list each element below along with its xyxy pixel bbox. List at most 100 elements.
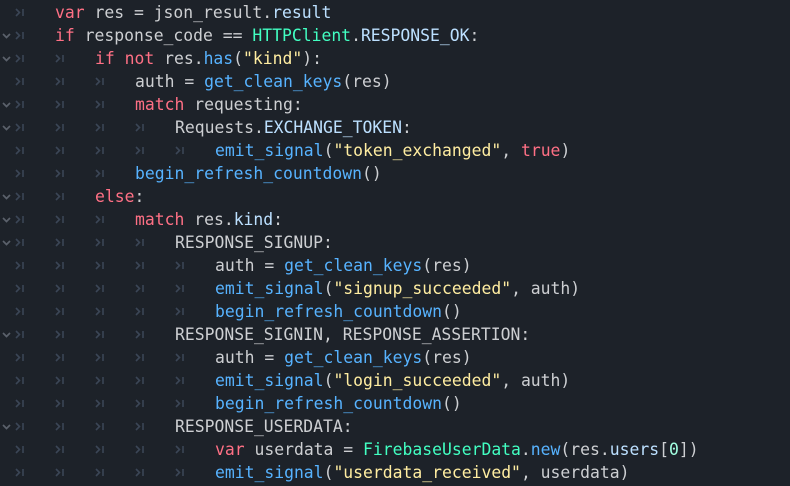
code-line[interactable]: if response_code == HTTPClient.RESPONSE_… — [0, 24, 790, 47]
tab-indent-icon — [15, 438, 25, 461]
code-line[interactable]: emit_signal("signup_succeeded", auth) — [0, 277, 790, 300]
chevron-down-icon[interactable] — [0, 24, 12, 47]
code-token: FirebaseUserData — [363, 440, 521, 459]
tab-indent-icon — [55, 254, 65, 277]
code-token: ( — [323, 463, 334, 482]
code-token: auth = — [215, 348, 285, 367]
tab-indent-icon — [95, 254, 105, 277]
code-token: () — [361, 164, 382, 183]
code-line[interactable]: begin_refresh_countdown() — [0, 162, 790, 185]
code-line[interactable]: if not res.has("kind"): — [0, 47, 790, 70]
tab-indent-icon — [55, 208, 65, 231]
code-text: var res = json_result.result — [55, 1, 331, 24]
code-token: . — [262, 3, 273, 22]
code-token: RESPONSE_SIGNIN, RESPONSE_ASSERTION: — [175, 325, 531, 344]
tab-indent-icon — [55, 185, 65, 208]
tab-indent-icon — [15, 24, 25, 47]
chevron-down-icon[interactable] — [0, 185, 12, 208]
code-text: RESPONSE_SIGNUP: — [175, 231, 333, 254]
code-token: auth = — [135, 72, 205, 91]
code-token: begin_refresh_countdown — [215, 302, 442, 321]
tab-indent-icon — [135, 346, 145, 369]
chevron-down-icon[interactable] — [0, 208, 12, 231]
code-token: "login_succeeded" — [333, 371, 502, 390]
code-token: response_code == — [74, 26, 253, 45]
tab-indent-icon — [95, 415, 105, 438]
tab-indent-icon — [55, 438, 65, 461]
tab-indent-icon — [15, 369, 25, 392]
tab-indent-icon — [95, 116, 105, 139]
tab-indent-icon — [95, 70, 105, 93]
code-line[interactable]: match res.kind: — [0, 208, 790, 231]
tab-indent-icon — [55, 277, 65, 300]
tab-indent-icon — [175, 369, 185, 392]
code-text: match res.kind: — [135, 208, 283, 231]
code-text: emit_signal("token_exchanged", true) — [215, 139, 570, 162]
code-token: : — [401, 118, 412, 137]
code-line[interactable]: emit_signal("userdata_received", userdat… — [0, 461, 790, 484]
code-token: () — [441, 394, 462, 413]
tab-indent-icon — [175, 438, 185, 461]
code-line[interactable]: begin_refresh_countdown() — [0, 392, 790, 415]
tab-indent-icon — [135, 116, 145, 139]
code-line[interactable]: begin_refresh_countdown() — [0, 300, 790, 323]
code-token: (res) — [422, 256, 472, 275]
code-line[interactable]: RESPONSE_USERDATA: — [0, 415, 790, 438]
code-line[interactable]: emit_signal("token_exchanged", true) — [0, 139, 790, 162]
code-line[interactable]: RESPONSE_SIGNIN, RESPONSE_ASSERTION: — [0, 323, 790, 346]
code-text: var userdata = FirebaseUserData.new(res.… — [215, 438, 699, 461]
code-token: , userdata) — [520, 463, 630, 482]
tab-indent-icon — [15, 231, 25, 254]
chevron-down-icon[interactable] — [0, 116, 12, 139]
code-token: 0 — [668, 440, 679, 459]
code-token: get_clean_keys — [284, 348, 423, 367]
tab-indent-icon — [55, 461, 65, 484]
code-line[interactable]: else: — [0, 185, 790, 208]
code-line[interactable]: auth = get_clean_keys(res) — [0, 346, 790, 369]
code-token: users — [609, 440, 660, 459]
code-line[interactable]: Requests.EXCHANGE_TOKEN: — [0, 116, 790, 139]
code-token: Requests. — [175, 118, 264, 137]
code-token: emit_signal — [215, 279, 324, 298]
tab-indent-icon — [175, 277, 185, 300]
code-token: emit_signal — [215, 141, 324, 160]
code-token: () — [441, 302, 462, 321]
tab-indent-icon — [55, 231, 65, 254]
code-token: RESPONSE_SIGNUP: — [175, 233, 333, 252]
tab-indent-icon — [95, 162, 105, 185]
tab-indent-icon — [15, 70, 25, 93]
tab-indent-icon — [135, 392, 145, 415]
code-token: userdata = — [244, 440, 364, 459]
tab-indent-icon — [95, 139, 105, 162]
code-token: RESPONSE_USERDATA: — [175, 417, 353, 436]
code-line[interactable]: var userdata = FirebaseUserData.new(res.… — [0, 438, 790, 461]
tab-indent-icon — [55, 392, 65, 415]
code-line[interactable]: RESPONSE_SIGNUP: — [0, 231, 790, 254]
code-text: emit_signal("login_succeeded", auth) — [215, 369, 570, 392]
code-token: [ — [659, 440, 669, 459]
code-token: res. — [184, 210, 234, 229]
code-token: ( — [233, 49, 244, 68]
code-line[interactable]: var res = json_result.result — [0, 1, 790, 24]
tab-indent-icon — [15, 47, 25, 70]
chevron-down-icon[interactable] — [0, 415, 12, 438]
tab-indent-icon — [15, 162, 25, 185]
chevron-down-icon[interactable] — [0, 93, 12, 116]
tab-indent-icon — [175, 254, 185, 277]
code-token: begin_refresh_countdown — [215, 394, 442, 413]
code-token: "signup_succeeded" — [333, 279, 512, 298]
chevron-down-icon[interactable] — [0, 47, 12, 70]
code-line[interactable]: match requesting: — [0, 93, 790, 116]
tab-indent-icon — [15, 300, 25, 323]
chevron-down-icon[interactable] — [0, 231, 12, 254]
code-token: "token_exchanged" — [333, 141, 502, 160]
tab-indent-icon — [15, 139, 25, 162]
code-token: else — [95, 187, 135, 206]
chevron-down-icon[interactable] — [0, 323, 12, 346]
code-line[interactable]: auth = get_clean_keys(res) — [0, 254, 790, 277]
tab-indent-icon — [55, 162, 65, 185]
code-line[interactable]: auth = get_clean_keys(res) — [0, 70, 790, 93]
code-line[interactable]: emit_signal("login_succeeded", auth) — [0, 369, 790, 392]
tab-indent-icon — [135, 415, 145, 438]
